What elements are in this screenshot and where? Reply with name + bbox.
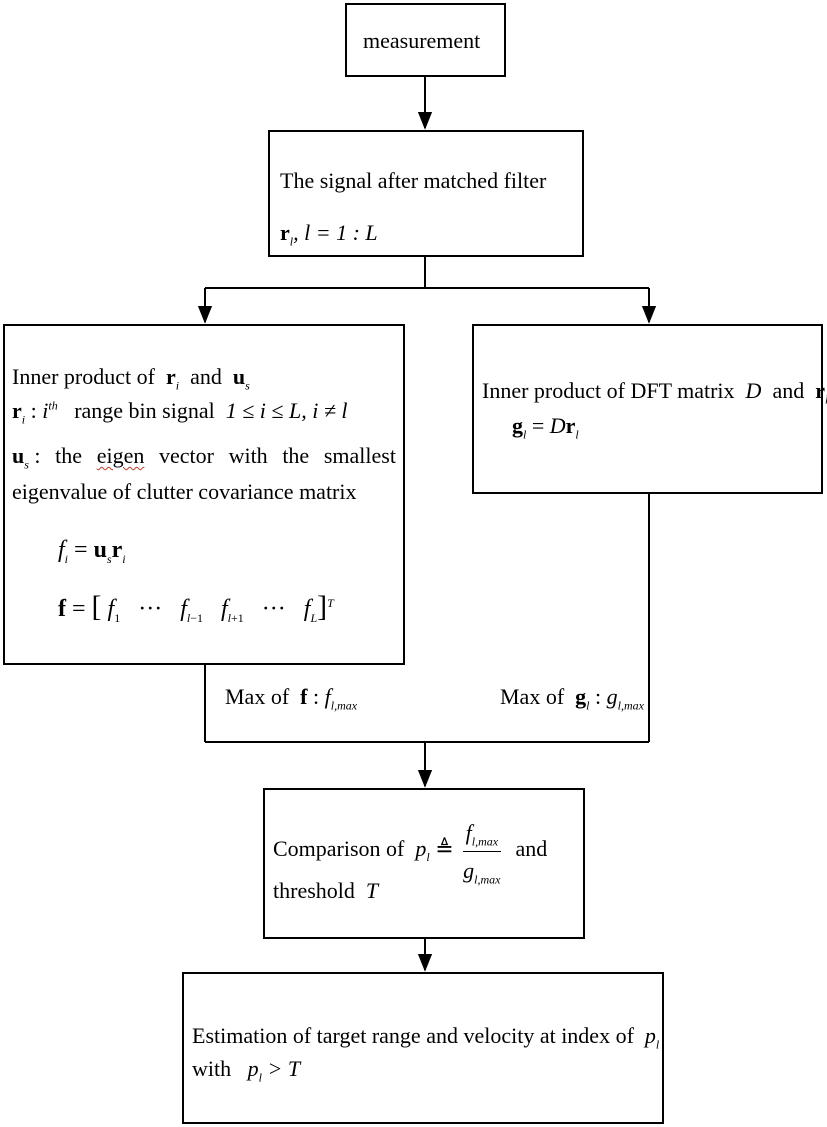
right-box-title: Inner product of DFT matrix D and rl — [482, 378, 827, 406]
ratio-fraction: fl,max gl,max — [463, 820, 501, 887]
estimation-line2: with pl > T — [192, 1056, 301, 1085]
left-box-ri-def: ri : ith range bin signal 1 ≤ i ≤ L, i ≠… — [12, 398, 348, 427]
comparison-line2: threshold T — [273, 878, 379, 903]
max-f-label: Max of f : fl,max — [225, 684, 358, 713]
comparison-box — [263, 788, 585, 939]
left-box-title: Inner product of ri and us — [12, 364, 250, 393]
inner-product-r-u-box — [3, 324, 405, 665]
max-g-label: Max of gl : gl,max — [500, 684, 644, 713]
left-box-eigenvalue-line: eigenvalue of clutter covariance matrix — [12, 479, 357, 504]
left-box-eq-fi: fi = usri — [58, 537, 126, 566]
measurement-label: measurement — [363, 28, 481, 53]
left-box-eq-fvec: f = [ f1 ··· fl−1 fl+1 ··· fL]T — [58, 590, 334, 625]
eqdef-symbol: ≜ — [435, 835, 454, 861]
measurement-box — [345, 3, 506, 77]
right-box-eq-g: gl = Drl — [512, 413, 579, 442]
matched-filter-box — [268, 130, 584, 257]
matched-filter-vector: rl, l = 1 : L — [280, 220, 378, 249]
comparison-line1: Comparison of pl ≜ fl,max gl,max and — [273, 820, 548, 887]
left-box-us-def: us : the eigen vector with the smallest — [12, 443, 396, 472]
inner-product-dft-box — [472, 324, 823, 494]
matched-filter-title: The signal after matched filter — [280, 168, 547, 193]
estimation-box — [182, 972, 664, 1124]
estimation-line1: Estimation of target range and velocity … — [192, 1023, 660, 1052]
